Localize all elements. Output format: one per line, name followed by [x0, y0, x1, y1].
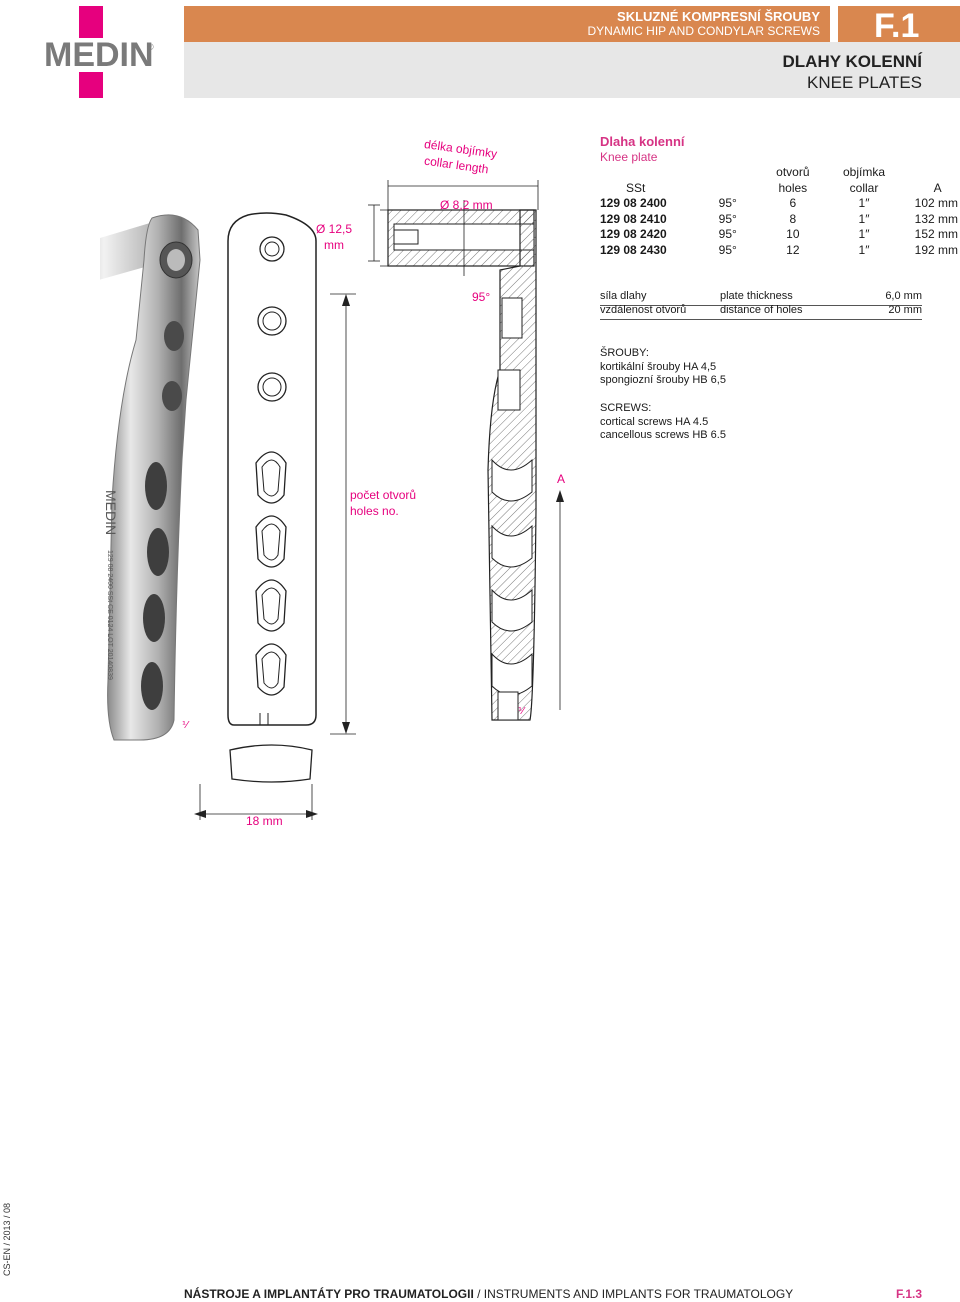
table-row: 129 08 2400 95° 6 1″ 102 mm — [598, 196, 960, 212]
spec-header-collar-cz: objímka — [842, 165, 885, 179]
table-cell-length: 132 mm — [914, 211, 958, 226]
label-outer-diameter-1: Ø 12,5 — [316, 222, 353, 236]
footer-page-code: F.1.3 — [896, 1287, 923, 1301]
screws-cz-line2: spongiozní šrouby HB 6,5 — [600, 374, 726, 386]
logo-wordmark: MEDIN ® — [44, 36, 154, 74]
label-holes-no-en: holes no. — [350, 504, 399, 518]
header-grey-bar: DLAHY KOLENNÍ KNEE PLATES — [184, 42, 960, 98]
header-line1: SKLUZNÉ KOMPRESNÍ ŠROUBY — [617, 9, 820, 24]
table-cell-holes: 8 — [789, 211, 797, 226]
table-cell-holes: 6 — [789, 196, 797, 210]
plate-side-section — [380, 180, 539, 721]
spec-header-top: otvorů objímka — [598, 165, 960, 181]
header-orange-bar: SKLUZNÉ KOMPRESNÍ ŠROUBY DYNAMIC HIP AND… — [184, 6, 830, 42]
header-section-code-box: F.1 — [838, 6, 960, 45]
spec-header-bottom: SSt holes collar A — [598, 181, 960, 197]
tech-row-distance: vzdálenost otvorů distance of holes 20 m… — [600, 304, 922, 320]
header-title-en: KNEE PLATES — [807, 73, 922, 92]
table-cell-code: 129 08 2410 — [600, 211, 667, 226]
table-cell-code: 129 08 2420 — [600, 227, 667, 241]
dimension-lines — [194, 293, 356, 820]
table-cell-holes: 12 — [786, 242, 800, 257]
footer-separator: / — [473, 1287, 484, 1301]
spec-header-holes-cz: otvorů — [776, 165, 810, 179]
tech-row-thickness: síla dlahy plate thickness 6,0 mm — [600, 290, 922, 306]
footer-bold: NÁSTROJE A IMPLANTÁTY PRO TRAUMATOLOGII — [184, 1287, 474, 1301]
footer-rest: INSTRUMENTS AND IMPLANTS FOR TRAUMATOLOG… — [483, 1287, 794, 1301]
spec-header-holes-en: holes — [778, 180, 808, 195]
table-cell-collar: 1″ — [858, 227, 870, 241]
screws-cz: ŠROUBY: kortikální šrouby HA 4,5 spongio… — [600, 347, 726, 388]
label-outer-diameter-2: mm — [324, 238, 344, 252]
spec-header-material: SSt — [626, 180, 646, 195]
table-row: 129 08 2430 95° 12 1″ 192 mm — [598, 243, 960, 259]
label-holes-no-cz: počet otvorů — [350, 488, 417, 502]
plate-front-drawing — [227, 212, 317, 783]
table-cell-length: 152 mm — [914, 227, 958, 241]
screws-cz-title: ŠROUBY: — [600, 347, 649, 359]
table-cell-collar: 1″ — [858, 242, 870, 257]
footer-text: NÁSTROJE A IMPLANTÁTY PRO TRAUMATOLOGII … — [184, 1287, 793, 1301]
table-cell-code: 129 08 2400 — [600, 196, 667, 210]
screws-en: SCREWS: cortical screws HA 4.5 cancellou… — [600, 402, 726, 443]
tech-value: 6,0 mm — [885, 290, 922, 302]
label-width: 18 mm — [246, 814, 283, 828]
header-section-code: F.1 — [874, 7, 920, 45]
tech-label-cz: síla dlahy — [600, 290, 647, 302]
side-edition-note: CS-EN / 2013 / 08 — [2, 1202, 12, 1276]
table-row: 129 08 2410 95° 8 1″ 132 mm — [598, 212, 960, 228]
spec-header-a: A — [933, 180, 942, 195]
label-angle: 95° — [472, 290, 491, 304]
label-dimension-a: A — [557, 472, 566, 486]
table-cell-angle: 95° — [718, 242, 737, 257]
medin-logo: MEDIN ® — [44, 6, 164, 98]
table-cell-code: 129 08 2430 — [600, 242, 667, 257]
break-mark-right: ⅟ — [518, 706, 524, 717]
logo-bar-top — [79, 6, 103, 38]
product-name-cz: Dlaha kolenní — [600, 134, 685, 149]
table-cell-length: 192 mm — [914, 242, 958, 257]
tech-label-en: plate thickness — [720, 290, 793, 302]
spec-table: otvorů objímka SSt holes collar A 129 08… — [598, 165, 960, 258]
table-cell-collar: 1″ — [858, 211, 870, 226]
screws-en-line2: cancellous screws HB 6.5 — [600, 429, 726, 441]
dimension-outer-diameter-bracket — [368, 204, 380, 262]
logo-bar-bottom — [79, 72, 103, 98]
product-name-en: Knee plate — [600, 150, 658, 164]
plate-photo: MEDIN 129 08 2400 SSt CE 0124 LOT 201408… — [100, 214, 201, 741]
tech-value: 20 mm — [888, 304, 922, 316]
screws-cz-line1: kortikální šrouby HA 4,5 — [600, 360, 717, 373]
spec-header-collar-en: collar — [849, 180, 879, 195]
break-mark-left: ⅟ — [182, 720, 188, 731]
screws-en-line1: cortical screws HA 4.5 — [600, 415, 709, 428]
logo-text: MEDIN — [44, 36, 154, 74]
table-cell-angle: 95° — [718, 211, 737, 226]
plate-engraving-code: 129 08 2400 SSt CE 0124 LOT 20140839 — [106, 550, 113, 680]
label-collar-diameter: Ø 8,2 mm — [440, 198, 493, 212]
header-line2: DYNAMIC HIP AND CONDYLAR SCREWS — [587, 24, 820, 38]
logo-registered: ® — [147, 42, 154, 52]
tech-label-en: distance of holes — [720, 304, 803, 316]
tech-label-cz: vzdálenost otvorů — [600, 304, 687, 316]
table-cell-length: 102 mm — [914, 196, 958, 210]
plate-engraving-brand: MEDIN — [103, 490, 119, 535]
table-row: 129 08 2420 95° 10 1″ 152 mm — [598, 227, 960, 243]
table-cell-holes: 10 — [786, 227, 800, 241]
dimension-a-line — [556, 490, 564, 710]
header-title-cz: DLAHY KOLENNÍ — [782, 52, 922, 71]
table-cell-angle: 95° — [718, 227, 737, 241]
table-cell-collar: 1″ — [858, 196, 870, 210]
screws-en-title: SCREWS: — [600, 402, 652, 414]
table-cell-angle: 95° — [718, 196, 737, 210]
